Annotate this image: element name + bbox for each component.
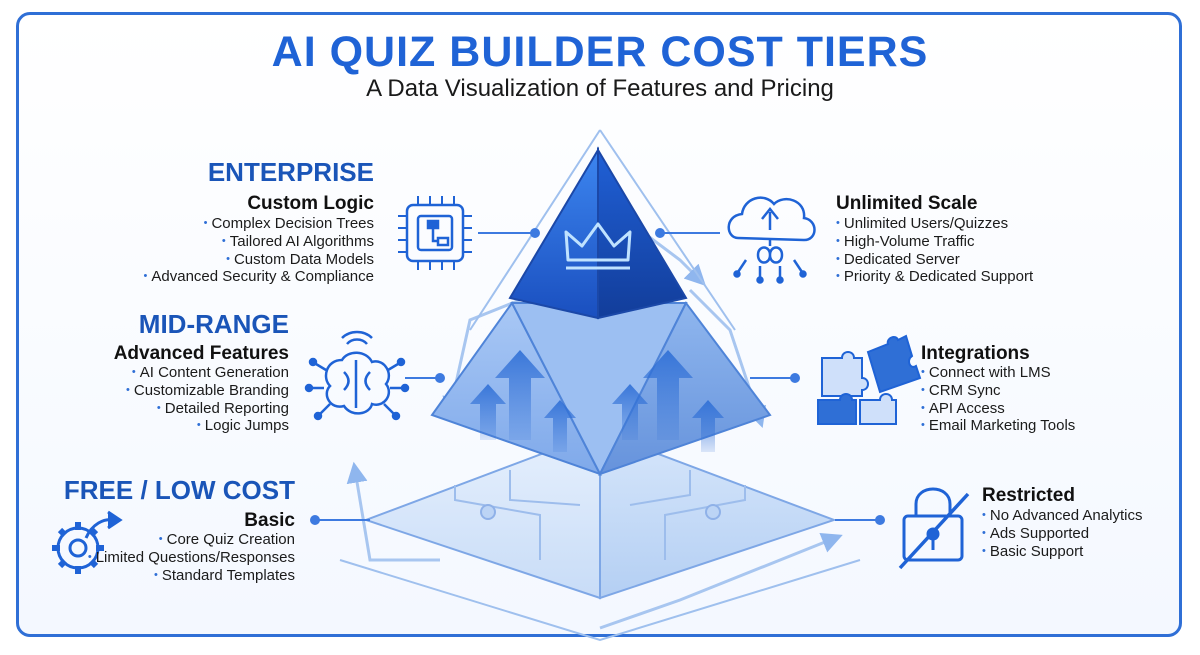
tier-name-enterprise: ENTERPRISE (207, 157, 374, 187)
list-item: Custom Data Models (144, 251, 374, 270)
list-item: Dedicated Server (836, 251, 1033, 270)
list-item: Connect with LMS (921, 364, 1075, 383)
list-item: CRM Sync (921, 382, 1075, 401)
circuit-chip-icon (398, 196, 472, 270)
mid-range-left-list: AI Content Generation Customizable Brand… (126, 364, 289, 436)
list-item: High-Volume Traffic (836, 233, 1033, 252)
brain-network-icon (304, 330, 410, 421)
enterprise-right-list: Unlimited Users/Quizzes High-Volume Traf… (836, 215, 1033, 287)
connector-lines (310, 228, 885, 525)
enterprise-left-heading: Custom Logic (247, 193, 374, 214)
list-item: Detailed Reporting (126, 400, 289, 419)
tier-name-mid-range: MID-RANGE (138, 309, 289, 339)
list-item: Limited Questions/Responses (88, 549, 295, 568)
list-item: Logic Jumps (126, 418, 289, 436)
list-item: Core Quiz Creation (88, 531, 295, 550)
pyramid-apex-tier (508, 146, 688, 320)
list-item: AI Content Generation (126, 364, 289, 383)
list-item: Email Marketing Tools (921, 418, 1075, 436)
puzzle-pieces-icon (817, 334, 922, 425)
cloud-infinity-icon (727, 196, 816, 284)
pyramid-mid-tier (430, 301, 772, 477)
flow-arrows (346, 228, 843, 630)
tier-name-free: FREE / LOW COST (63, 475, 295, 505)
page-subtitle: A Data Visualization of Features and Pri… (366, 75, 834, 102)
free-left-heading: Basic (244, 510, 295, 531)
list-item: No Advanced Analytics (982, 507, 1143, 526)
enterprise-left-list: Complex Decision Trees Tailored AI Algor… (144, 215, 374, 287)
list-item: Customizable Branding (126, 382, 289, 401)
crown-icon (564, 222, 632, 270)
mid-range-left-heading: Advanced Features (113, 343, 289, 364)
list-item: Priority & Dedicated Support (836, 269, 1033, 287)
free-left-list: Core Quiz Creation Limited Questions/Res… (88, 531, 295, 586)
mid-range-right-list: Connect with LMS CRM Sync API Access Ema… (921, 364, 1075, 436)
list-item: Tailored AI Algorithms (144, 233, 374, 252)
list-item: Standard Templates (88, 567, 295, 586)
list-item: Basic Support (982, 543, 1142, 562)
pyramid-base-tier (363, 430, 837, 600)
mid-range-right-heading: Integrations (921, 343, 1030, 364)
free-right-heading: Restricted (982, 485, 1075, 506)
list-item: Complex Decision Trees (144, 215, 374, 234)
enterprise-right-heading: Unlimited Scale (836, 193, 978, 214)
list-item: API Access (921, 400, 1075, 419)
list-item: Advanced Security & Compliance (144, 269, 374, 287)
list-item: Unlimited Users/Quizzes (836, 215, 1033, 234)
page-title: AI QUIZ BUILDER COST TIERS (271, 28, 929, 76)
padlock-slashed-icon (898, 487, 970, 570)
list-item: Ads Supported (982, 525, 1142, 544)
free-right-list: No Advanced Analytics Ads Supported Basi… (982, 507, 1143, 562)
